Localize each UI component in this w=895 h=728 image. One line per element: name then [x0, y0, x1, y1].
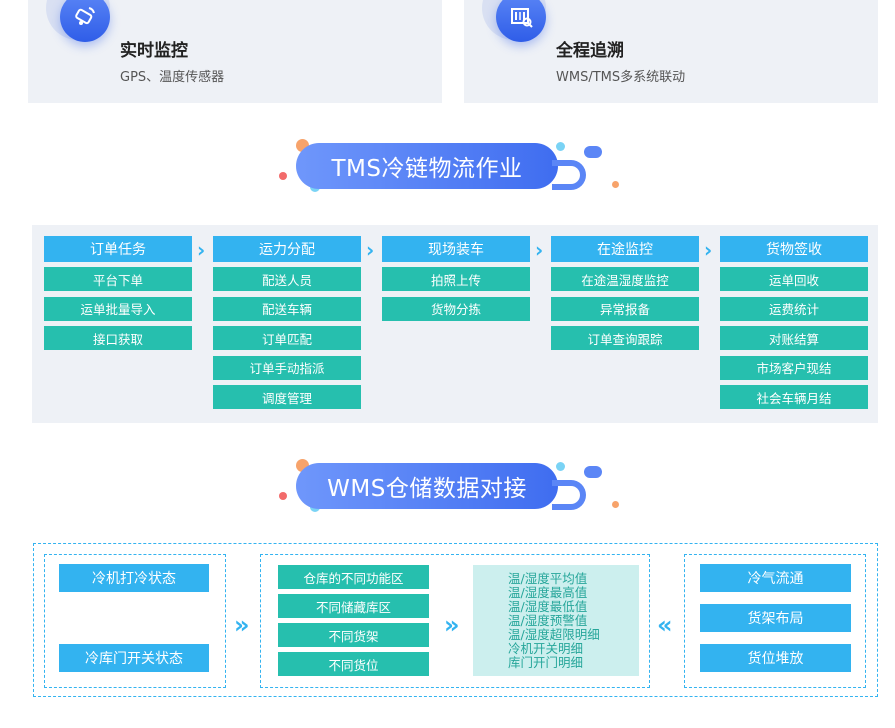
- tms-column-receipt: 货物签收 运单回收 运费统计 对账结算 市场客户现结 社会车辆月结: [720, 236, 868, 415]
- banner-pill: [584, 146, 602, 158]
- deco-dot: [556, 462, 565, 471]
- tms-column-transit: 在途监控 在途温湿度监控 异常报备 订单查询跟踪: [551, 236, 699, 356]
- column-head: 订单任务: [44, 236, 192, 262]
- car-sensor-icon: [60, 0, 110, 42]
- column-item[interactable]: 市场客户现结: [720, 355, 868, 380]
- chevron-right-icon: ›: [704, 238, 713, 262]
- chevron-right-icon: ›: [366, 238, 375, 262]
- wms-left-group: [44, 554, 226, 688]
- feature-title: 全程追溯: [556, 41, 624, 61]
- wms-middle-item[interactable]: 不同货位: [278, 652, 429, 676]
- metric-item: 冷机开关明细: [508, 641, 584, 656]
- feature-card-realtime: 实时监控 GPS、温度传感器: [28, 0, 442, 103]
- metric-item: 库门开门明细: [508, 655, 584, 670]
- wms-section-title: WMS仓储数据对接: [296, 463, 558, 509]
- wms-left-item[interactable]: 冷库门开关状态: [59, 644, 209, 672]
- column-item[interactable]: 订单手动指派: [213, 355, 361, 380]
- column-head: 现场装车: [382, 236, 530, 262]
- column-item[interactable]: 在途温湿度监控: [551, 267, 699, 291]
- tms-column-loading: 现场装车 拍照上传 货物分拣: [382, 236, 530, 326]
- double-chevron-right-icon: »: [234, 611, 249, 639]
- wms-right-item[interactable]: 货位堆放: [700, 644, 851, 672]
- metric-item: 温/湿度最高值: [508, 585, 588, 600]
- column-item[interactable]: 运单回收: [720, 267, 868, 291]
- wms-middle-item[interactable]: 不同货架: [278, 623, 429, 647]
- column-head: 货物签收: [720, 236, 868, 262]
- deco-dot: [612, 501, 619, 508]
- double-chevron-left-icon: «: [657, 611, 672, 639]
- column-item[interactable]: 订单匹配: [213, 326, 361, 350]
- wms-middle-group: [260, 554, 650, 688]
- column-item[interactable]: 运费统计: [720, 296, 868, 321]
- metric-item: 温/湿度平均值: [508, 571, 588, 586]
- column-item[interactable]: 调度管理: [213, 385, 361, 409]
- column-item[interactable]: 平台下单: [44, 267, 192, 291]
- metric-item: 温/湿度最低值: [508, 599, 588, 614]
- wms-middle-item[interactable]: 不同储藏库区: [278, 594, 429, 618]
- column-head: 在途监控: [551, 236, 699, 262]
- banner-hook: [552, 480, 586, 510]
- banner-hook: [552, 160, 586, 190]
- feature-subtitle: WMS/TMS多系统联动: [556, 70, 686, 85]
- wms-right-item[interactable]: 货架布局: [700, 604, 851, 632]
- deco-dot: [279, 172, 287, 180]
- column-item[interactable]: 接口获取: [44, 326, 192, 350]
- wms-left-item[interactable]: 冷机打冷状态: [59, 564, 209, 592]
- column-item[interactable]: 配送车辆: [213, 296, 361, 321]
- chevron-right-icon: ›: [197, 238, 206, 262]
- barcode-scan-icon: [496, 0, 546, 42]
- deco-dot: [612, 181, 619, 188]
- column-item[interactable]: 配送人员: [213, 267, 361, 291]
- column-head: 运力分配: [213, 236, 361, 262]
- column-item[interactable]: 社会车辆月结: [720, 385, 868, 409]
- wms-right-item[interactable]: 冷气流通: [700, 564, 851, 592]
- wms-panel: [33, 543, 878, 697]
- column-item[interactable]: 异常报备: [551, 296, 699, 321]
- metric-item: 温/湿度预警值: [508, 613, 588, 628]
- feature-subtitle: GPS、温度传感器: [120, 70, 225, 85]
- deco-dot: [556, 142, 565, 151]
- column-item[interactable]: 运单批量导入: [44, 296, 192, 321]
- column-item[interactable]: 订单查询跟踪: [551, 326, 699, 350]
- wms-right-group: [684, 554, 866, 688]
- feature-title: 实时监控: [120, 41, 188, 61]
- column-item[interactable]: 货物分拣: [382, 296, 530, 321]
- banner-pill: [584, 466, 602, 478]
- column-item[interactable]: 拍照上传: [382, 267, 530, 291]
- deco-dot: [279, 492, 287, 500]
- wms-middle-item[interactable]: 仓库的不同功能区: [278, 565, 429, 589]
- wms-metric-list: 温/湿度平均值 温/湿度最高值 温/湿度最低值 温/湿度预警值 温/湿度超限明细…: [473, 565, 639, 676]
- tms-section-title: TMS冷链物流作业: [296, 143, 558, 189]
- column-item[interactable]: 对账结算: [720, 326, 868, 350]
- double-chevron-right-icon: »: [444, 611, 459, 639]
- tms-column-capacity: 运力分配 配送人员 配送车辆 订单匹配 订单手动指派 调度管理: [213, 236, 361, 415]
- feature-card-trace: 全程追溯 WMS/TMS多系统联动: [464, 0, 878, 103]
- chevron-right-icon: ›: [535, 238, 544, 262]
- tms-column-order: 订单任务 平台下单 运单批量导入 接口获取: [44, 236, 192, 356]
- metric-item: 温/湿度超限明细: [508, 627, 600, 642]
